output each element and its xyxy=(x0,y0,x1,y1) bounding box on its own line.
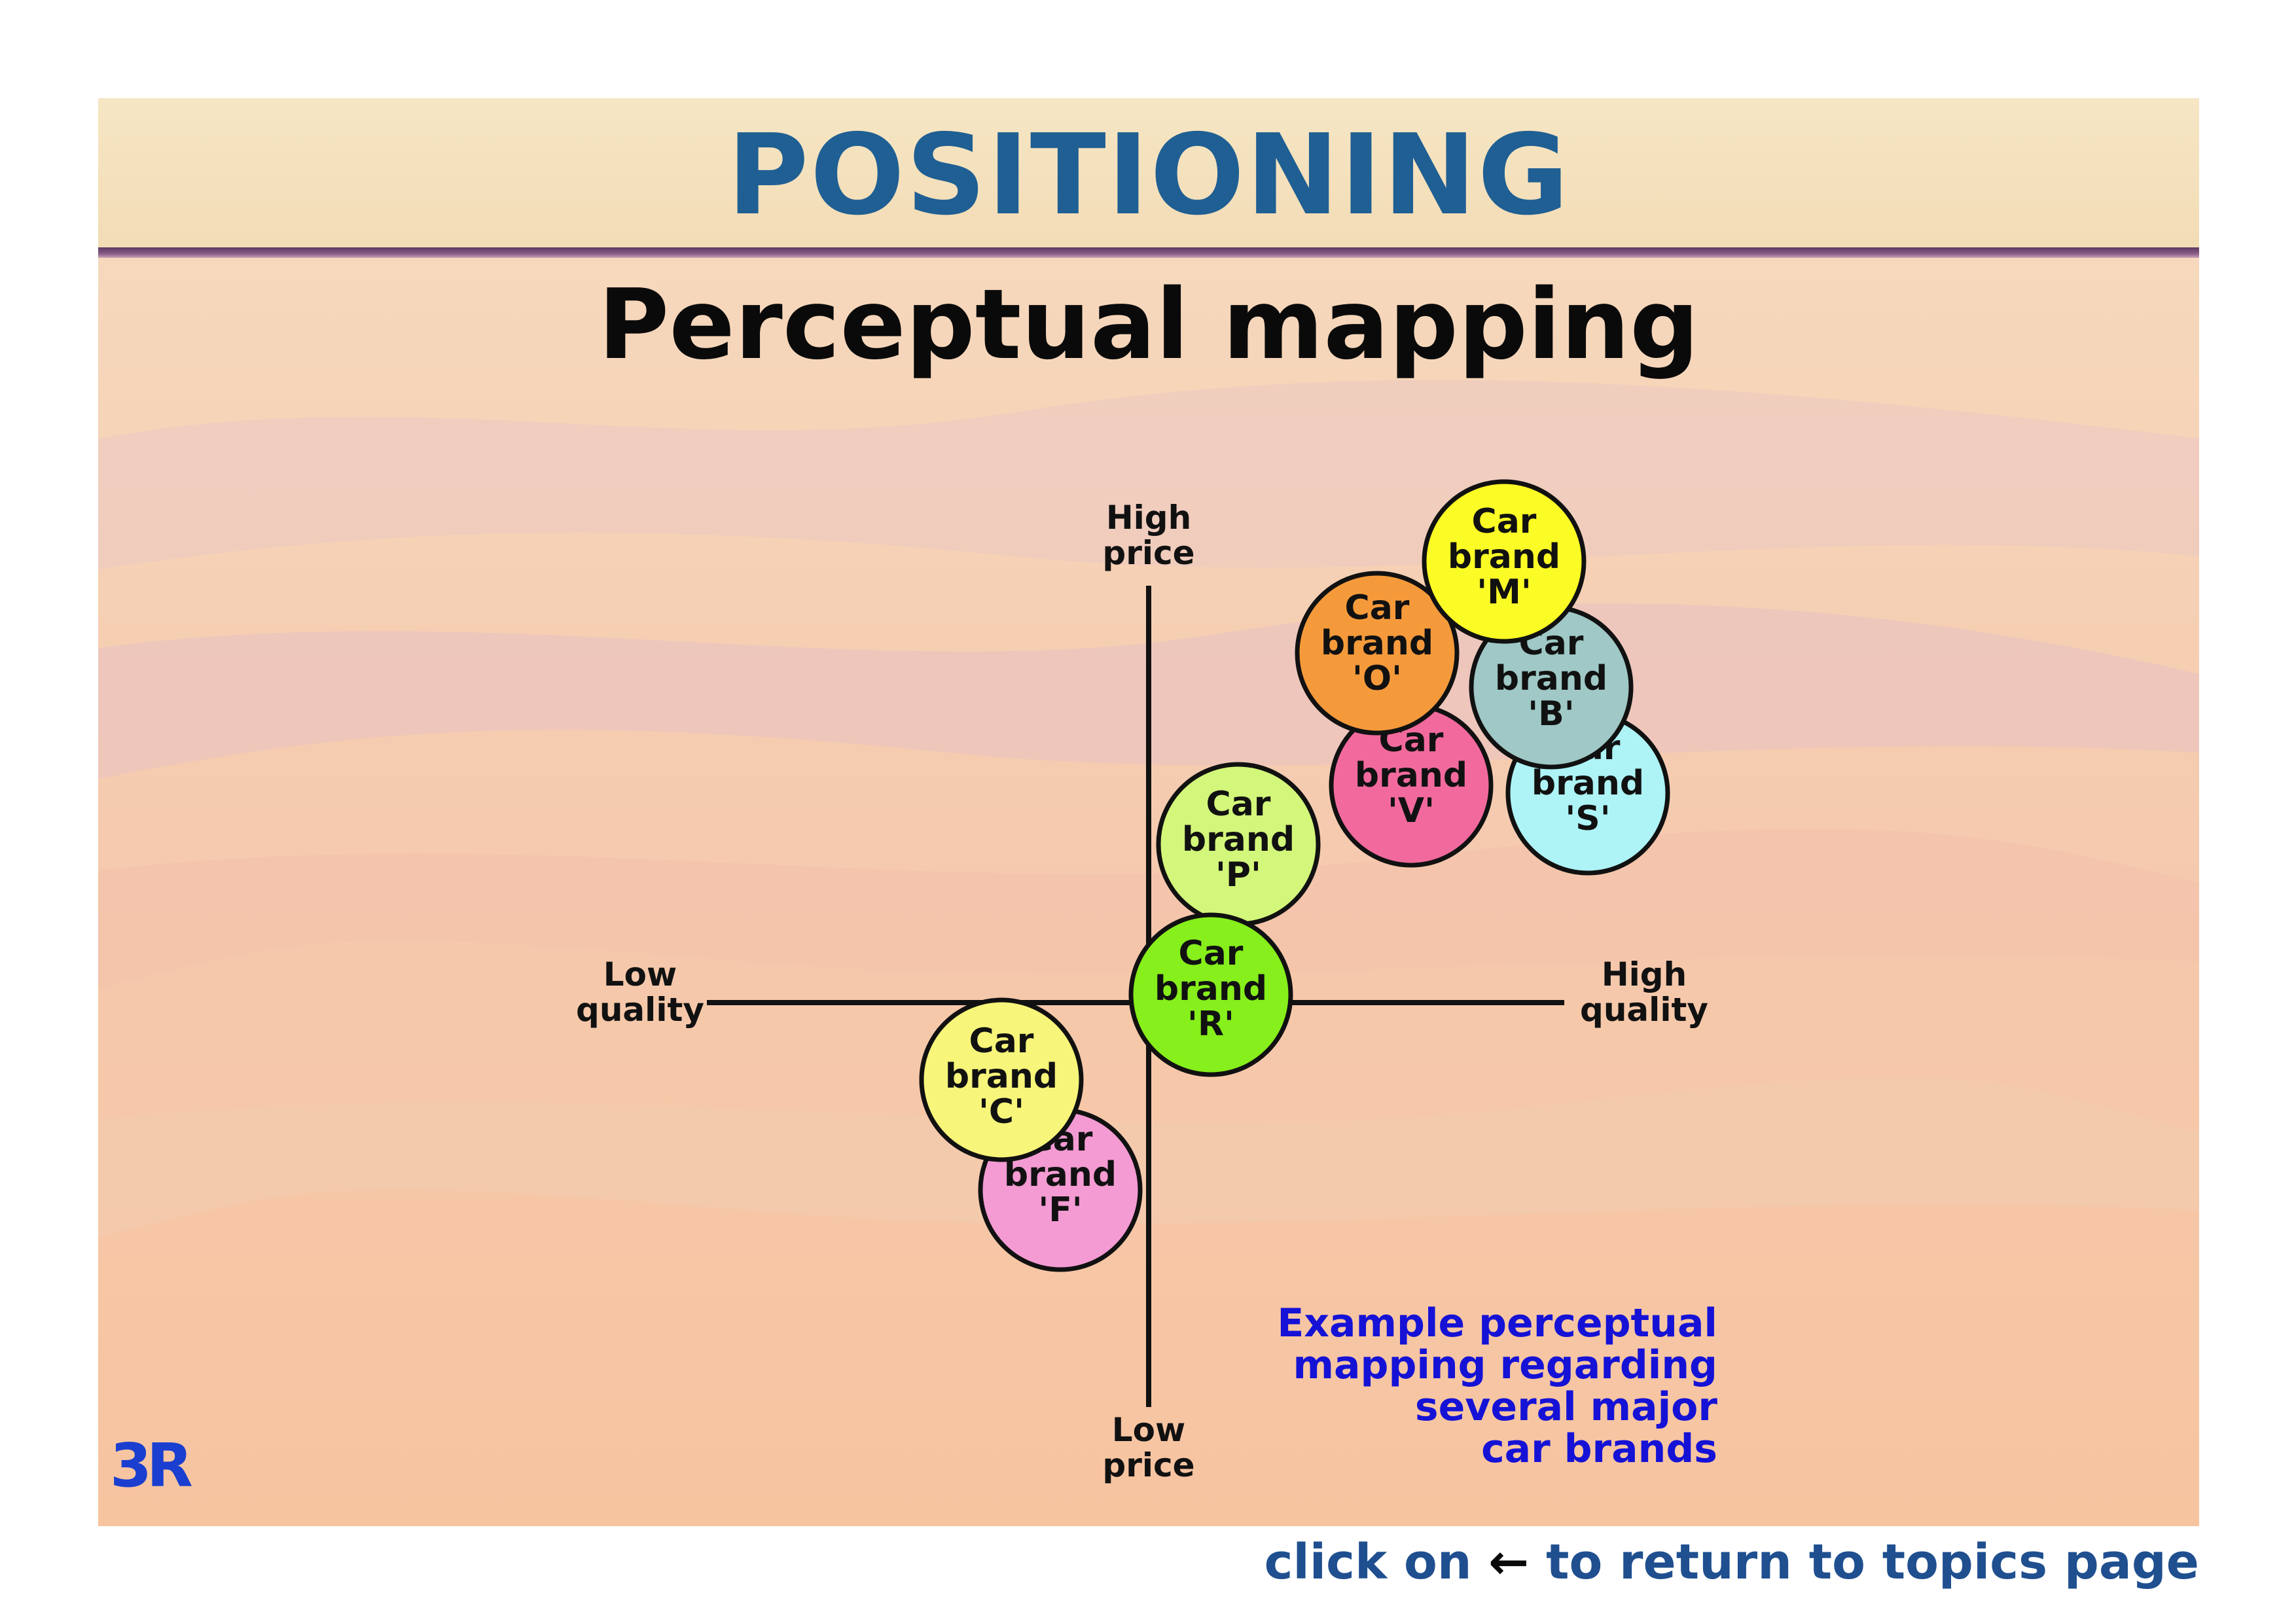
back-arrow-icon[interactable]: ← xyxy=(1488,1534,1530,1590)
logo: 3R xyxy=(110,1431,193,1501)
brand-bubble-c-circle xyxy=(919,997,1084,1162)
example-note: Example perceptual mapping regarding sev… xyxy=(1217,1302,1717,1470)
brand-bubble-m-circle xyxy=(1422,479,1587,644)
title-band xyxy=(98,98,2199,247)
return-instruction-suffix: to return to topics page xyxy=(1546,1534,2199,1590)
return-instruction: click on ← to return to topics page xyxy=(1244,1526,2199,1598)
title-divider xyxy=(98,247,2199,258)
section-title: Perceptual mapping xyxy=(598,268,1700,381)
brand-bubble-o-circle xyxy=(1295,571,1460,736)
example-note-line: Example perceptual xyxy=(1277,1300,1717,1346)
return-instruction-prefix: click on xyxy=(1264,1534,1472,1590)
example-note-line: several major xyxy=(1414,1384,1717,1430)
brand-bubble-r-circle xyxy=(1128,912,1293,1077)
page-title: POSITIONING xyxy=(727,111,1570,240)
example-note-line: mapping regarding xyxy=(1293,1342,1717,1388)
example-note-line: car brands xyxy=(1481,1426,1717,1472)
